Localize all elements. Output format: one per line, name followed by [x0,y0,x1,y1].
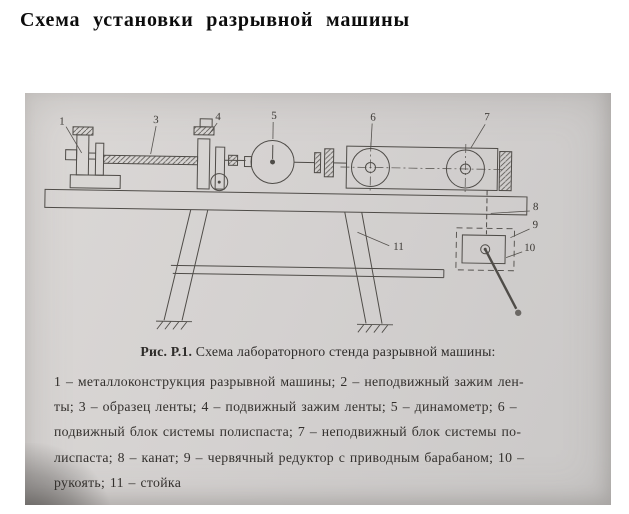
callout-9: 9 [510,219,539,239]
ground-hatching [156,320,394,333]
figure-caption: Рис. Р.1. Схема лабораторного стенда раз… [25,344,611,360]
legend-line-2: ты; 3 – образец ленты; 4 – подвижный заж… [54,399,517,415]
svg-text:5: 5 [271,110,277,122]
svg-text:3: 3 [153,114,159,126]
page-corner-shadow [25,443,111,505]
callout-7: 7 [470,111,490,149]
figure-scan: 1 3 4 5 6 [25,93,611,505]
legend-line-4: лиспаста; 8 – канат; 9 – червячный редук… [54,449,525,465]
figure-caption-text: Схема лабораторного стенда разрывной маш… [192,344,496,359]
callout-1: 1 [59,116,83,154]
svg-text:9: 9 [532,219,538,231]
svg-text:6: 6 [370,111,376,123]
machine-diagram: 1 3 4 5 6 [44,110,539,333]
page-title: Схема установки разрывной машины [20,9,410,31]
svg-text:7: 7 [484,111,490,123]
figure-legend: 1 – металлоконструкция разрывной машины;… [54,369,599,495]
crank-handle [484,248,522,317]
callout-6: 6 [370,111,376,148]
stand-legs [163,209,445,324]
pulley-block-movable [350,147,390,187]
callout-8: 8 [490,201,539,214]
callout-4: 4 [209,111,221,134]
svg-text:1: 1 [59,116,65,128]
movable-clamp [193,118,246,192]
pulley-block-fixed [445,149,485,189]
legend-line-3: подвижный блок системы полиспаста; 7 – н… [54,424,522,440]
svg-text:11: 11 [393,241,404,253]
svg-text:4: 4 [215,111,221,123]
turnbuckle-links [313,148,347,178]
rope [485,190,488,235]
callout-10: 10 [505,242,536,258]
legend-line-5: рукоять; 11 – стойка [54,474,182,490]
callouts: 1 3 4 5 6 [59,110,539,258]
callout-11: 11 [357,231,404,253]
callout-5: 5 [271,110,277,139]
svg-text:10: 10 [524,242,536,254]
callout-3: 3 [150,114,159,155]
pulley-housing [340,142,513,194]
bench-beam [44,188,528,216]
legend-line-1: 1 – металлоконструкция разрывной машины;… [54,374,524,389]
specimen-strip [102,154,199,166]
dynamometer [243,139,315,184]
svg-text:8: 8 [533,201,539,213]
figure-caption-number: Рис. Р.1. [140,344,193,359]
